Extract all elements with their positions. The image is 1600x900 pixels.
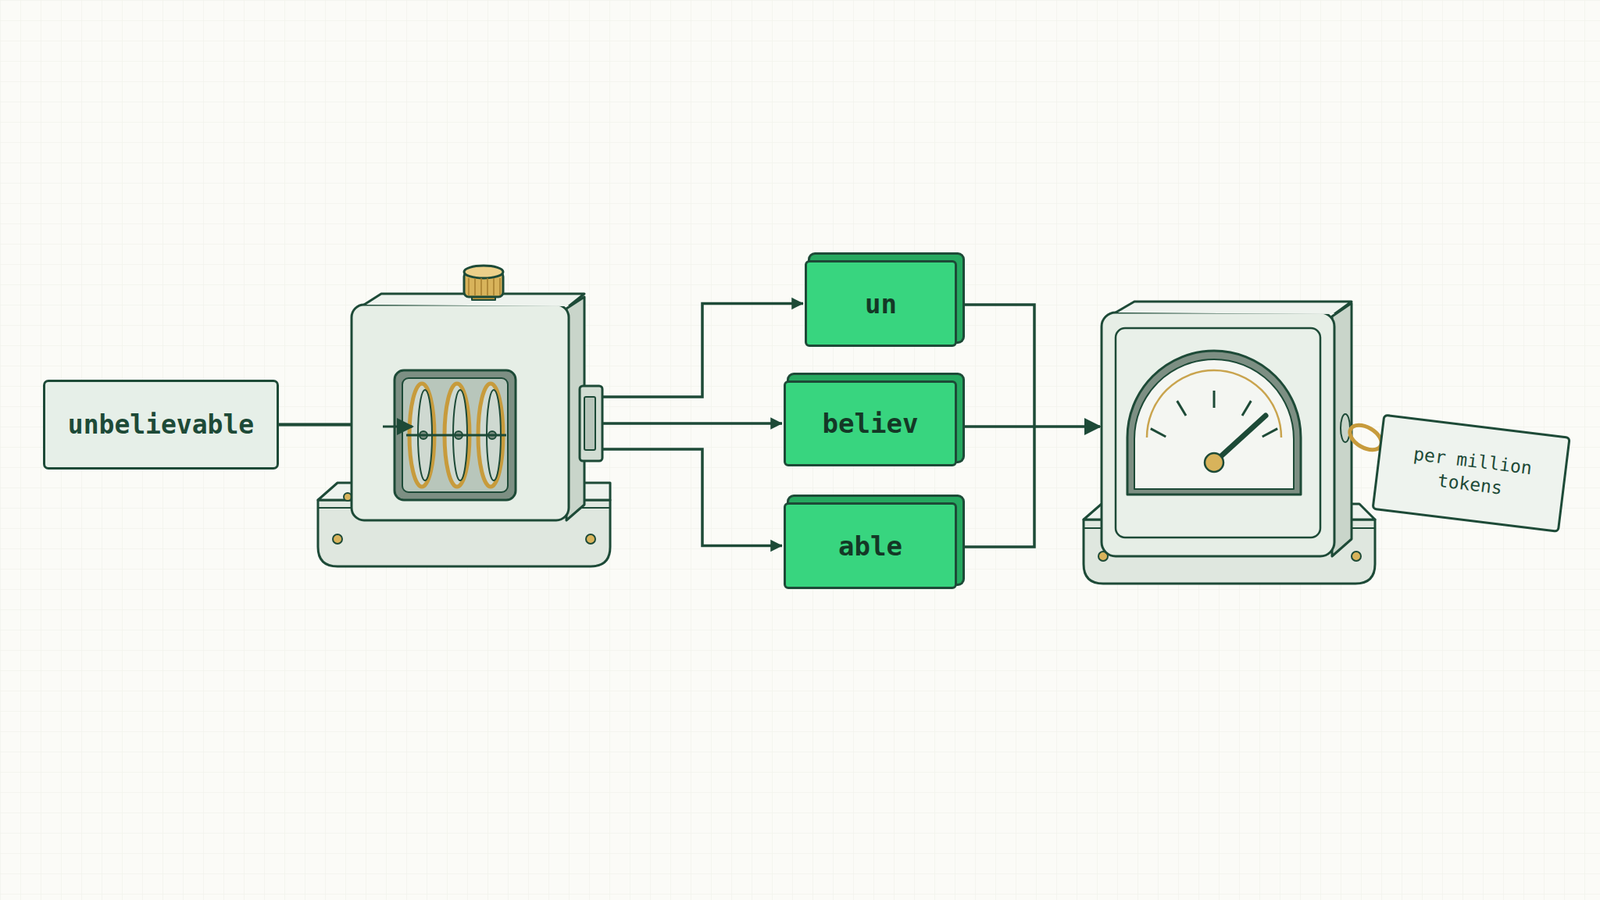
price-meter <box>1083 301 1401 584</box>
node-text: un <box>864 288 897 320</box>
token-box: believ <box>783 380 958 467</box>
node-text: unbelievable <box>67 409 254 440</box>
input-word-box: unbelievable <box>42 379 279 470</box>
merge-wires <box>962 304 1100 547</box>
tokenizer-machine <box>317 265 611 567</box>
node-text: able <box>838 530 903 562</box>
token-box: able <box>783 502 958 590</box>
token-box: un <box>804 260 958 347</box>
node-text: per million tokens <box>1402 442 1540 505</box>
node-text: believ <box>822 407 919 440</box>
